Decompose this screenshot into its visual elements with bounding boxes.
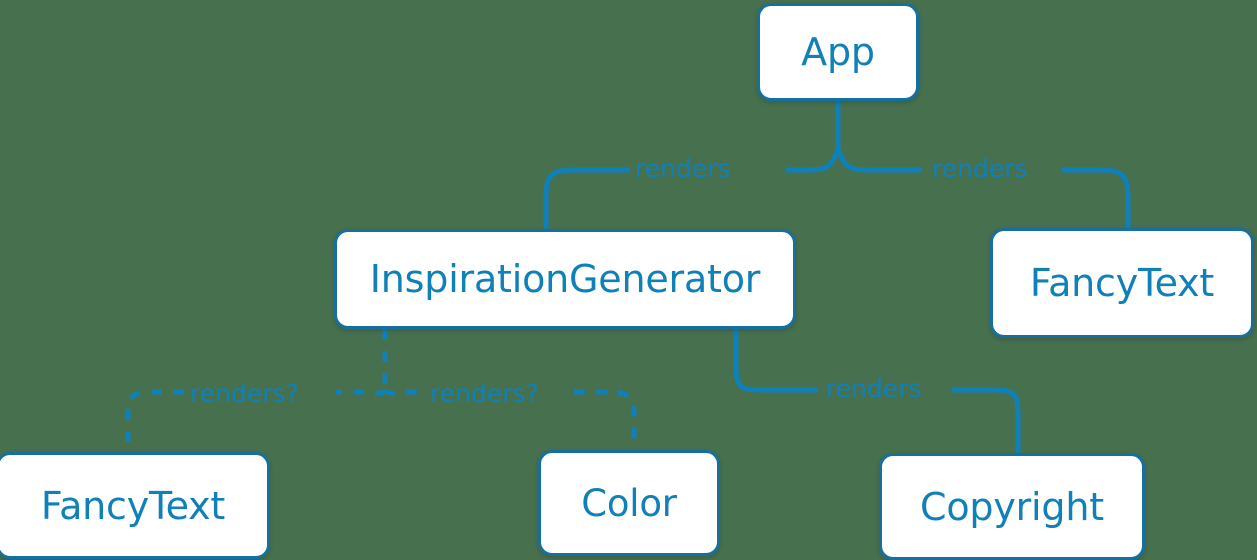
node-fancytext-bottom[interactable]: FancyText <box>0 452 270 559</box>
edge-label-inspiration-generator-to-fancytext-bottom: renders? <box>190 379 299 408</box>
node-fancytext-right[interactable]: FancyText <box>990 228 1254 338</box>
edge-inspiration-generator-to-fancytext-bottom-outer <box>125 389 184 452</box>
edge-label-app-to-fancytext-right: renders <box>932 154 1028 183</box>
edge-label-inspiration-generator-to-copyright: renders <box>826 374 922 403</box>
edge-inspiration-generator-to-color-outer <box>574 389 637 450</box>
node-color[interactable]: Color <box>538 450 720 556</box>
edge-inspiration-generator-to-color-inner <box>382 388 424 396</box>
node-copyright-label: Copyright <box>920 484 1104 529</box>
node-copyright[interactable]: Copyright <box>879 453 1145 560</box>
edge-app-to-inspiration-generator-left <box>543 167 630 229</box>
node-inspiration-generator-label: InspirationGenerator <box>369 257 761 301</box>
edge-app-to-fancytext-right-right <box>1062 167 1131 228</box>
edge-inspiration-generator-to-copyright-right <box>952 387 1021 453</box>
edge-label-inspiration-generator-to-color: renders? <box>430 379 539 408</box>
edge-label-app-to-inspiration-generator: renders <box>635 154 731 183</box>
edge-inspiration-generator-to-fancytext-bottom-inner <box>336 388 388 396</box>
edge-app-to-inspiration-generator-right <box>786 147 841 173</box>
node-inspiration-generator[interactable]: InspirationGenerator <box>334 229 796 329</box>
node-app[interactable]: App <box>757 3 919 101</box>
node-fancytext-right-label: FancyText <box>1029 261 1215 305</box>
node-color-label: Color <box>581 481 677 525</box>
node-app-label: App <box>801 30 875 74</box>
edge-app-to-fancytext-right-left <box>835 147 922 173</box>
node-fancytext-bottom-label: FancyText <box>40 483 226 528</box>
edge-inspiration-generator-to-copyright-left <box>733 329 818 393</box>
